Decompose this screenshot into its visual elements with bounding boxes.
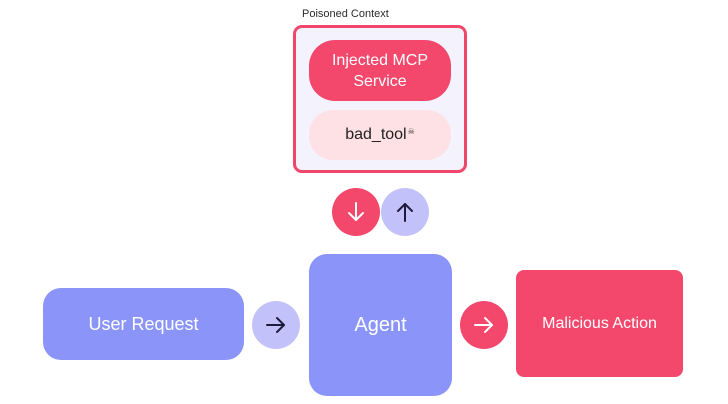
bad-tool-node: bad_tool☠ [309, 110, 451, 160]
arrow-right-icon [460, 301, 508, 349]
skull-icon: ☠ [407, 126, 415, 136]
malicious-action-node: Malicious Action [516, 270, 683, 377]
bad-tool-label: bad_tool [345, 126, 407, 143]
arrow-up-icon [381, 188, 429, 236]
user-request-node: User Request [43, 288, 244, 360]
poisoned-context-label: Poisoned Context [302, 8, 389, 20]
arrow-down-icon [332, 188, 380, 236]
arrow-right-icon [252, 301, 300, 349]
injected-mcp-service-node: Injected MCP Service [309, 40, 451, 101]
agent-node: Agent [309, 254, 452, 396]
